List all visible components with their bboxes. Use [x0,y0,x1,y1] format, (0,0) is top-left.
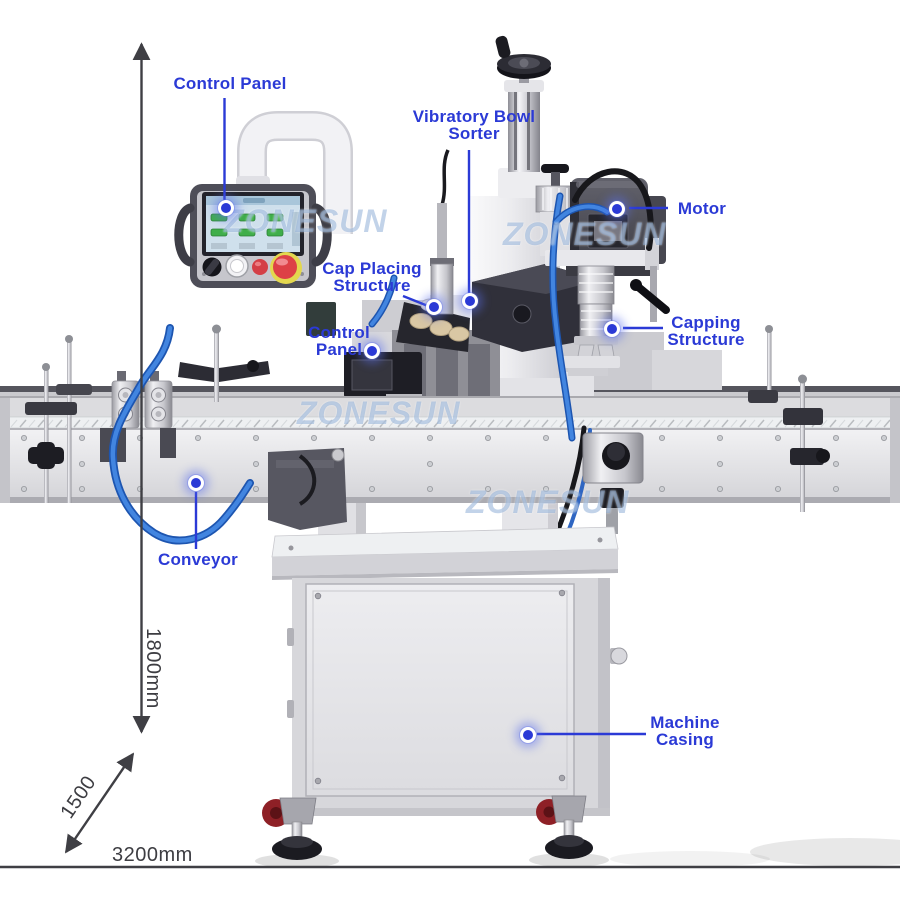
callout-label-control-panel-top: Control Panel [173,74,287,93]
watermark: ZONESUN [503,216,667,252]
callout-line: Machine [650,713,720,732]
callout-line: Capping [671,313,741,332]
callout-label-vibratory-bowl-sorter: Vibratory Bowl Sorter [394,108,554,142]
watermark: ZONESUN [224,203,388,239]
callout-line: Vibratory Bowl [412,107,536,126]
callout-line: Cap Placing [322,259,422,278]
callout-line: Structure [333,276,411,295]
cabinet-door [305,583,575,797]
callout-label-motor: Motor [677,199,727,218]
callout-line: Casing [656,730,714,749]
machine-feet [262,795,593,860]
watermark: ZONESUN [297,395,461,431]
machine-casing-part [271,526,628,816]
callout-dot-conveyor [187,474,204,491]
callout-line: Control [308,323,370,342]
watermark: ZONESUN [466,484,630,520]
callout-dot-cap-placing-structure [425,298,442,315]
control-panel-assembly [174,111,353,288]
callout-dot-control-panel-mid [363,342,380,359]
callout-dot-machine-casing [519,726,536,743]
callout-label-cap-placing-structure: Cap Placing Structure [292,260,452,294]
side-knob [610,647,628,665]
callout-dot-motor [608,200,625,217]
callout-dot-vibratory-bowl-sorter [461,292,478,309]
dimension-length-label: 3200mm [112,844,193,866]
red-button [252,259,268,275]
callout-line: Sorter [448,124,500,143]
callout-dot-control-panel-top [217,199,234,216]
callout-label-capping-structure: Capping Structure [626,314,786,348]
callout-dot-capping-structure [603,320,620,337]
callout-label-control-panel-mid: Control Panel [259,324,419,358]
callout-label-conveyor: Conveyor [157,550,238,569]
callout-label-machine-casing: Machine Casing [605,714,765,748]
callout-line: Structure [667,330,745,349]
callout-line: Panel [315,340,363,359]
guide-rails [25,324,830,512]
dimension-height-label: 1800mm [142,628,164,709]
ground-shadows [255,838,900,868]
